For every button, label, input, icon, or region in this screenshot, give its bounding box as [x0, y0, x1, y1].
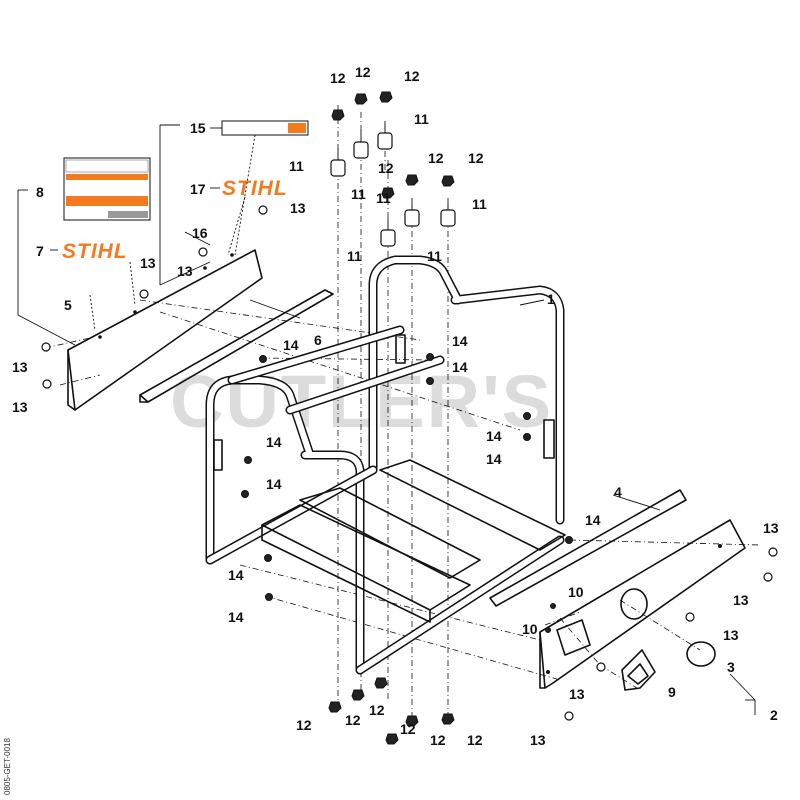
callout-13: 13: [723, 627, 739, 643]
callout-14: 14: [585, 512, 601, 528]
callout-14: 14: [266, 476, 282, 492]
washers: [241, 353, 573, 633]
knob-9: [621, 649, 656, 691]
callout-12: 12: [378, 160, 394, 176]
callout-9: 9: [668, 684, 676, 700]
label-8: [63, 157, 151, 221]
callout-14: 14: [228, 567, 244, 583]
callout-6: 6: [314, 332, 322, 348]
callout-7: 7: [36, 243, 44, 259]
callout-12: 12: [468, 150, 484, 166]
callout-13: 13: [733, 592, 749, 608]
callout-14: 14: [266, 434, 282, 450]
callout-14: 14: [452, 359, 468, 375]
callout-12: 12: [467, 732, 483, 748]
label-15: [221, 120, 309, 136]
callout-14: 14: [228, 609, 244, 625]
drawing-code: 0805-GET-0018: [3, 738, 12, 795]
angle-bar: [139, 289, 334, 403]
callout-2: 2: [770, 707, 778, 723]
callout-11: 11: [472, 196, 487, 212]
bolts: [41, 205, 778, 721]
callout-12: 12: [404, 68, 420, 84]
callout-11: 11: [289, 158, 304, 174]
callout-12: 12: [428, 150, 444, 166]
callout-1: 1: [547, 291, 555, 307]
callout-13: 13: [12, 399, 28, 415]
callout-10-upper: 10: [568, 584, 584, 600]
callout-11: 11: [351, 186, 366, 202]
callout-13: 13: [290, 200, 306, 216]
callout-8: 8: [36, 184, 44, 200]
callout-16: 16: [192, 225, 208, 241]
callout-14: 14: [283, 337, 299, 353]
callout-14: 14: [452, 333, 468, 349]
callout-15: 15: [190, 120, 206, 136]
cap-3: [686, 641, 716, 667]
callout-4: 4: [614, 484, 622, 500]
callout-17: 17: [190, 181, 206, 197]
leader-lines: [17, 124, 756, 715]
callout-13: 13: [140, 255, 156, 271]
callout-12: 12: [400, 721, 416, 737]
callout-14: 14: [486, 451, 502, 467]
callout-12: 12: [296, 717, 312, 733]
callout-3: 3: [727, 659, 735, 675]
callout-10-lower: 10: [522, 621, 538, 637]
callout-13: 13: [177, 263, 193, 279]
callout-12: 12: [345, 712, 361, 728]
callout-12: 12: [355, 64, 371, 80]
callout-12: 12: [369, 702, 385, 718]
callout-14: 14: [486, 428, 502, 444]
callout-13: 13: [12, 359, 28, 375]
side-rail: [489, 489, 687, 607]
callout-13: 13: [569, 686, 585, 702]
callout-13: 13: [763, 520, 779, 536]
callout-11: 11: [347, 248, 362, 264]
brand-label-17: STIHL: [222, 177, 288, 200]
callout-13: 13: [530, 732, 546, 748]
callout-12: 12: [330, 70, 346, 86]
mounts: [330, 121, 456, 247]
watermark: CUTLER'S: [170, 360, 553, 443]
control-panel: [539, 519, 746, 689]
front-panel: [67, 249, 263, 411]
brand-label-7: STIHL: [62, 240, 128, 263]
frame: [205, 255, 566, 675]
callout-5: 5: [64, 297, 72, 313]
callouts: 1 2 3 4 5 6 7 8 9 10 10 11 11 11 11 11 1…: [12, 64, 779, 748]
callout-11: 11: [427, 248, 442, 264]
callout-11: 11: [376, 190, 391, 206]
nuts: [328, 91, 455, 745]
callout-12: 12: [430, 732, 446, 748]
callout-11: 11: [414, 111, 429, 127]
